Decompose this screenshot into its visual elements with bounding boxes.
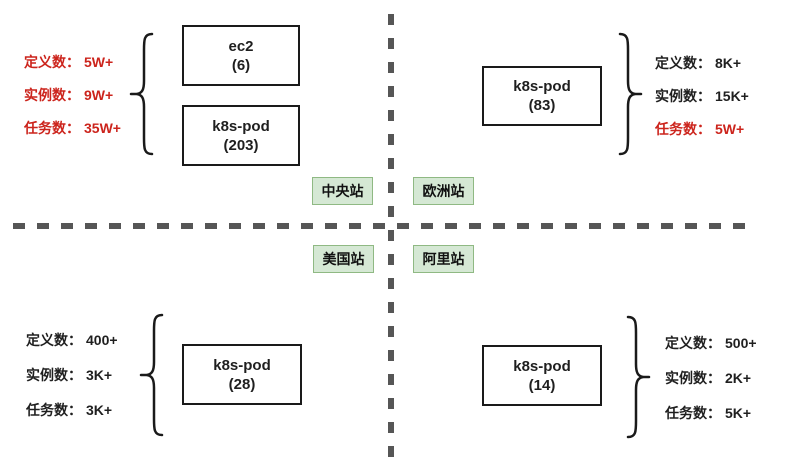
node-name: ec2 (228, 37, 254, 55)
stat-line: 任务数：3K+ (26, 400, 118, 420)
stats-group-central: 定义数：5W+ 实例数：9W+ 任务数：35W+ (24, 52, 121, 151)
stat-label: 任务数： (665, 405, 721, 421)
station-label-usa: 美国站 (313, 245, 374, 273)
stat-value: 5K+ (725, 405, 752, 421)
stats-group-usa: 定义数：400+ 实例数：3K+ 任务数：3K+ (26, 330, 118, 435)
node-name: k8s-pod (212, 117, 270, 135)
stat-line: 定义数：400+ (26, 330, 118, 350)
station-label-central: 中央站 (312, 177, 373, 205)
stat-line: 实例数：3K+ (26, 365, 118, 385)
stat-label: 定义数： (24, 54, 80, 70)
stat-label: 实例数： (665, 370, 721, 386)
stat-line: 实例数：15K+ (655, 86, 749, 106)
stat-value: 500+ (725, 335, 757, 351)
node-count: (14) (528, 376, 556, 394)
stat-label: 任务数： (655, 121, 711, 137)
left-brace-icon (129, 32, 154, 156)
stat-value: 5W+ (84, 54, 114, 70)
stat-line: 定义数：8K+ (655, 53, 749, 73)
stat-line: 任务数：5W+ (655, 119, 749, 139)
stat-label: 定义数： (655, 55, 711, 71)
stats-group-ali: 定义数：500+ 实例数：2K+ 任务数：5K+ (665, 333, 757, 438)
stat-value: 3K+ (86, 367, 113, 383)
vertical-divider (388, 14, 394, 462)
node-name: k8s-pod (513, 357, 571, 375)
stat-value: 2K+ (725, 370, 752, 386)
stat-line: 任务数：35W+ (24, 118, 121, 138)
stat-line: 定义数：500+ (665, 333, 757, 353)
right-brace-icon (626, 315, 651, 439)
node-box-k8s-pod-europe: k8s-pod (83) (482, 66, 602, 126)
stat-value: 15K+ (715, 88, 749, 104)
horizontal-divider (13, 223, 747, 229)
stat-label: 任务数： (24, 120, 80, 136)
stat-line: 实例数：2K+ (665, 368, 757, 388)
node-box-k8s-pod-usa: k8s-pod (28) (182, 344, 302, 405)
right-brace-icon (618, 32, 643, 156)
node-count: (6) (231, 56, 251, 74)
node-name: k8s-pod (513, 78, 571, 95)
left-brace-icon (139, 313, 164, 437)
station-label-ali: 阿里站 (413, 245, 474, 273)
node-name: k8s-pod (213, 356, 271, 374)
stat-line: 实例数：9W+ (24, 85, 121, 105)
stat-line: 任务数：5K+ (665, 403, 757, 423)
stats-group-europe: 定义数：8K+ 实例数：15K+ 任务数：5W+ (655, 53, 749, 152)
stat-label: 定义数： (665, 335, 721, 351)
stat-value: 8K+ (715, 55, 742, 71)
stat-value: 400+ (86, 332, 118, 348)
stat-label: 实例数： (24, 87, 80, 103)
stat-label: 定义数： (26, 332, 82, 348)
stat-value: 9W+ (84, 87, 114, 103)
stat-label: 实例数： (26, 367, 82, 383)
node-box-k8s-pod-ali: k8s-pod (14) (482, 345, 602, 406)
station-label-europe: 欧洲站 (413, 177, 474, 205)
node-count: (28) (228, 375, 256, 393)
stat-label: 实例数： (655, 88, 711, 104)
stat-label: 任务数： (26, 402, 82, 418)
stat-line: 定义数：5W+ (24, 52, 121, 72)
stat-value: 3K+ (86, 402, 113, 418)
node-box-ec2: ec2 (6) (182, 25, 300, 86)
node-count: (203) (223, 136, 259, 154)
node-count: (83) (528, 97, 556, 114)
stat-value: 5W+ (715, 121, 745, 137)
stat-value: 35W+ (84, 120, 121, 136)
node-box-k8s-pod-central: k8s-pod (203) (182, 105, 300, 166)
